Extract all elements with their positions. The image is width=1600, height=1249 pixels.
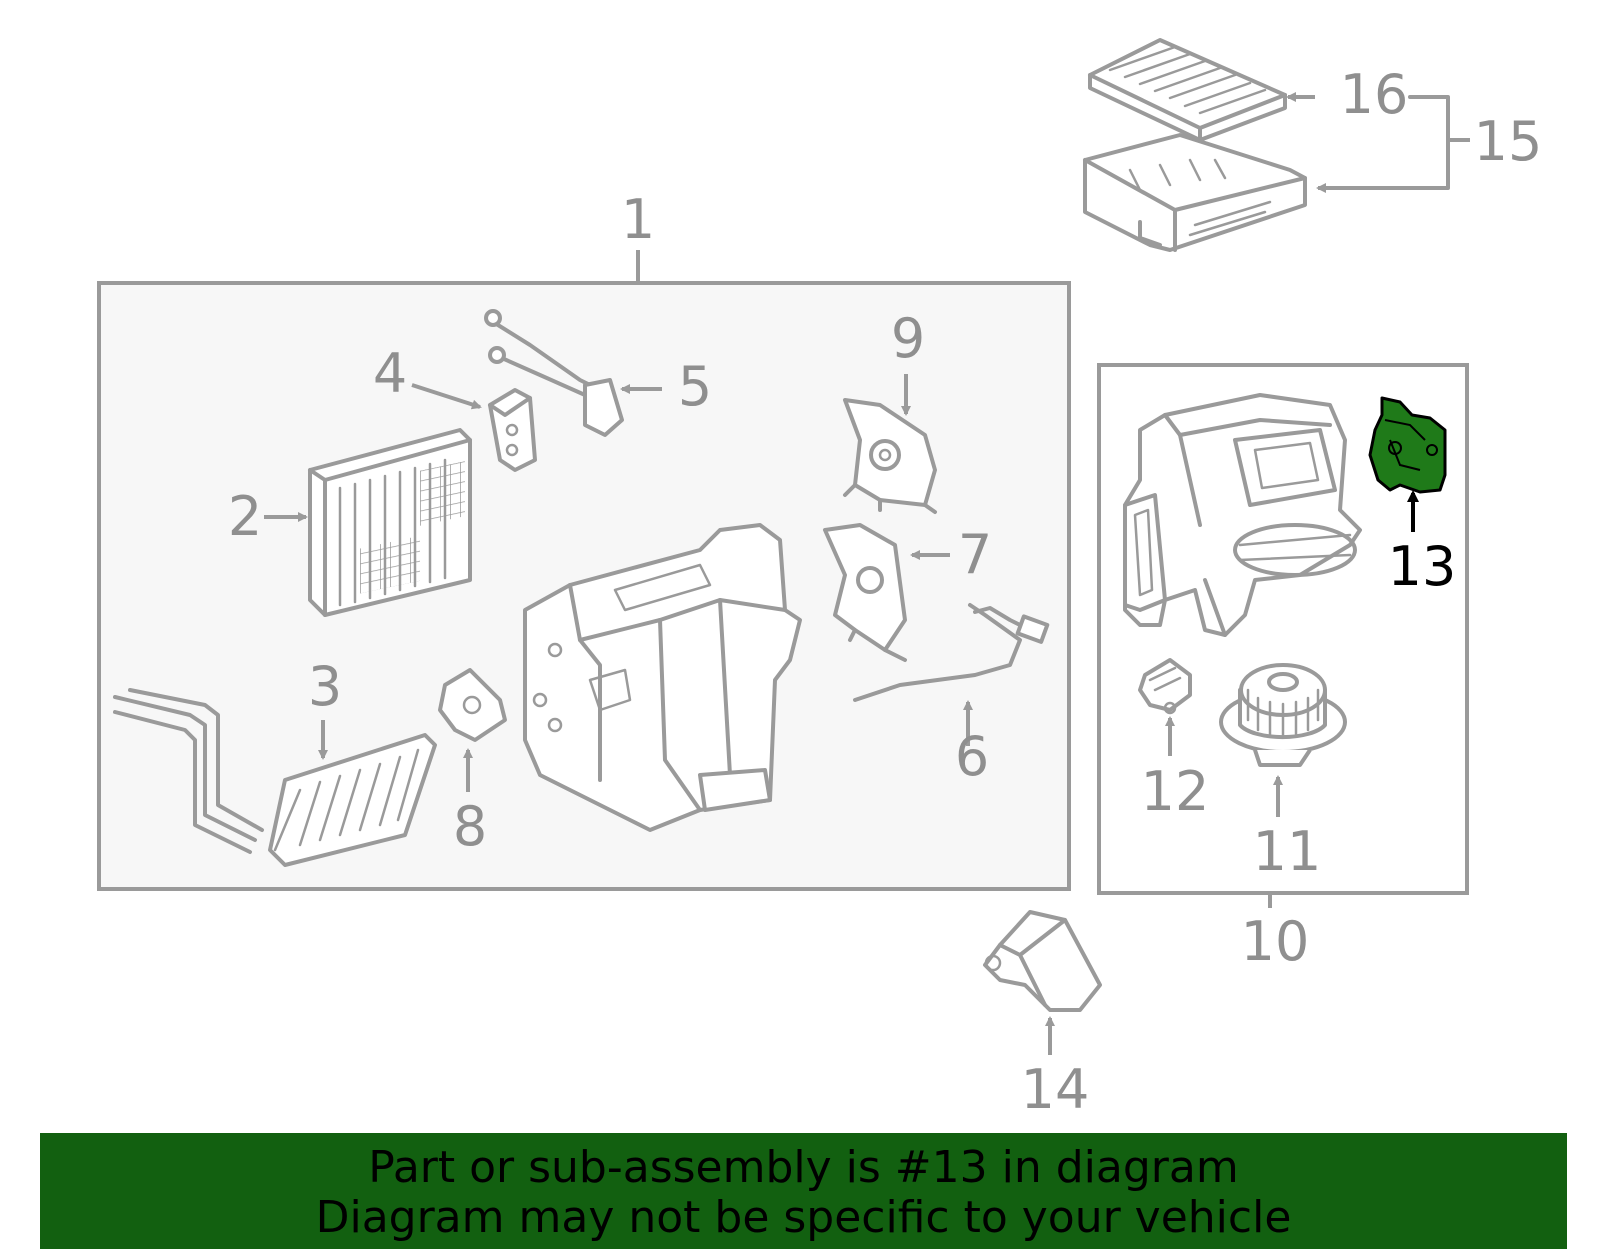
part-5-tube-assembly [484, 309, 624, 437]
part-3-heater-core [113, 688, 437, 867]
callout-5: 5 [678, 355, 712, 418]
banner-line-part-number: Part or sub-assembly is #13 in diagram [368, 1142, 1239, 1193]
heater-unit-housing [523, 523, 802, 832]
callout-12: 12 [1141, 760, 1210, 823]
part-15-filter-housing [1083, 133, 1307, 252]
info-banner: Part or sub-assembly is #13 in diagram D… [40, 1133, 1567, 1249]
callout-7: 7 [958, 523, 992, 586]
part-14-duct [983, 910, 1102, 1012]
callout-15: 15 [1474, 110, 1543, 173]
part-4-expansion-valve [488, 388, 537, 472]
part-12-resistor [1138, 658, 1192, 715]
callout-8: 8 [453, 795, 487, 858]
part-6-sensor-wire [853, 603, 1050, 702]
callout-labels: 1 2 3 4 5 6 7 8 9 10 11 12 13 14 15 16 [228, 63, 1543, 1121]
callout-2: 2 [228, 485, 262, 548]
part-8-servo [438, 668, 507, 742]
callout-16: 16 [1340, 63, 1409, 126]
part-2-evaporator [308, 428, 472, 617]
banner-line-disclaimer: Diagram may not be specific to your vehi… [315, 1192, 1292, 1243]
bracket-15-16 [1286, 92, 1470, 193]
callout-9: 9 [891, 307, 925, 370]
part-13-actuator-highlighted [1368, 396, 1447, 494]
part-11-blower-motor [1219, 663, 1347, 767]
callout-14: 14 [1021, 1058, 1090, 1121]
part-7-servo [823, 523, 907, 662]
callout-11: 11 [1253, 820, 1322, 883]
blower-case [1123, 393, 1362, 637]
callout-1: 1 [621, 188, 655, 251]
part-9-servo [843, 398, 937, 514]
leader-arrows [264, 374, 1283, 1055]
callout-3: 3 [308, 655, 342, 718]
callout-10: 10 [1241, 910, 1310, 973]
callout-4: 4 [373, 342, 407, 405]
part-16-filter-element [1088, 38, 1287, 142]
callout-6: 6 [955, 725, 989, 788]
callout-13: 13 [1388, 535, 1457, 598]
